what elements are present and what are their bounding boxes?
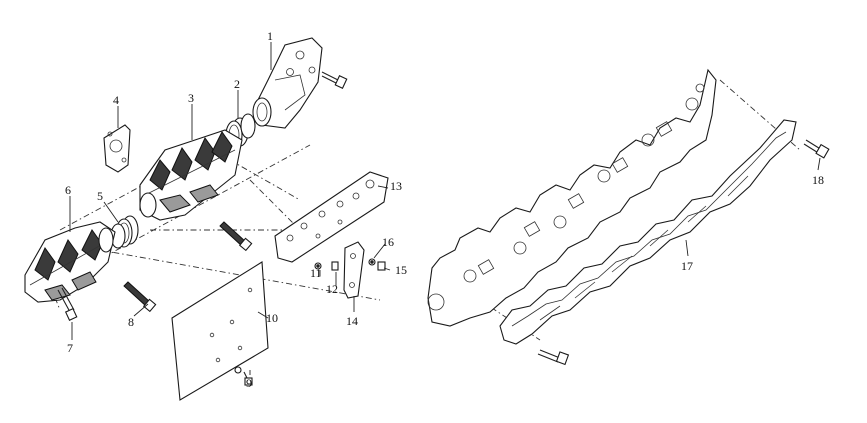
long-bolt-middle (219, 221, 253, 252)
part-4-gasket (103, 124, 131, 173)
part-6-manifold-front (24, 221, 116, 303)
callout-6: 6 (65, 183, 71, 197)
callout-17: 17 (681, 259, 693, 273)
callout-labels: 1 2 3 4 5 6 7 8 9 10 11 12 13 14 15 16 1… (65, 29, 824, 390)
housing-bolt (321, 71, 348, 89)
part-16-washer (368, 258, 376, 266)
part-18-bolt (803, 139, 830, 159)
part-11-washer (314, 262, 322, 270)
callout-13: 13 (390, 179, 402, 193)
gasket-bottom-bolt (537, 349, 570, 366)
part-14-bracket (343, 241, 365, 299)
part-1-thermostat-housing (252, 37, 323, 129)
part-15-screw (377, 261, 386, 271)
part-8-long-bolt (123, 281, 157, 313)
callout-8: 8 (128, 315, 134, 329)
callout-11: 11 (310, 266, 322, 280)
callout-2: 2 (234, 77, 240, 91)
callout-10: 10 (266, 311, 278, 325)
part-9-screw (234, 366, 253, 386)
part-17-manifold-gasket (499, 119, 797, 345)
callout-14: 14 (346, 314, 358, 328)
callout-5: 5 (97, 189, 103, 203)
callout-9: 9 (246, 376, 252, 390)
callout-7: 7 (67, 341, 73, 355)
callout-15: 15 (395, 263, 407, 277)
part-5-seal-rings (110, 215, 139, 249)
part-10-cover-plate (171, 261, 269, 401)
cylinder-head-outline (427, 68, 717, 327)
callout-leaders (69, 42, 821, 375)
part-3-manifold-middle (139, 129, 243, 221)
callout-18: 18 (812, 173, 824, 187)
callout-12: 12 (326, 282, 338, 296)
part-13-mounting-plate (274, 171, 389, 263)
part-7-bolt (57, 287, 78, 321)
callout-3: 3 (188, 91, 194, 105)
part-12-screw (331, 261, 339, 271)
callout-16: 16 (382, 235, 394, 249)
callout-1: 1 (267, 29, 273, 43)
callout-4: 4 (113, 93, 119, 107)
